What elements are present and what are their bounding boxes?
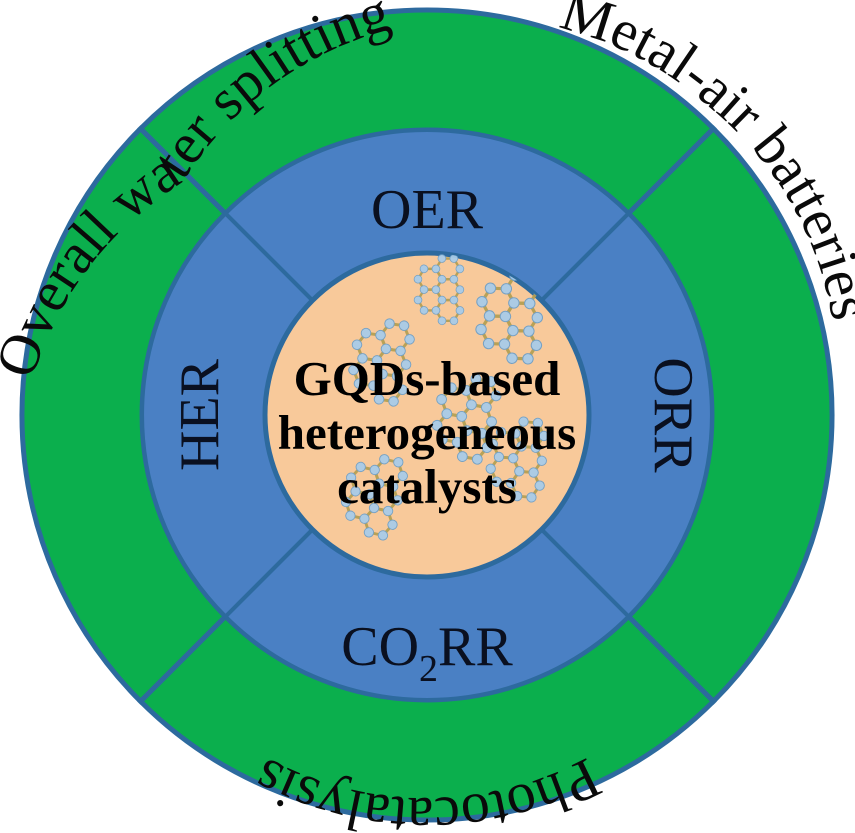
label-co2rr: CO2RR — [341, 616, 513, 690]
core-title-line-2: heterogeneous — [278, 405, 577, 460]
label-co2rr-tail: RR — [438, 616, 513, 678]
middle-ring-labels: OER ORR CO2RR HER — [169, 179, 704, 690]
label-co2rr-sub: 2 — [419, 648, 438, 690]
core-title: GQDs-based heterogeneous catalysts — [278, 351, 577, 514]
label-oer: OER — [371, 179, 484, 241]
label-co2rr-main: CO — [341, 616, 419, 678]
label-orr: ORR — [642, 357, 704, 473]
core-circle[interactable] — [262, 250, 592, 580]
core-title-line-3: catalysts — [337, 459, 517, 514]
middle-ring-group — [140, 128, 714, 702]
core-title-line-1: GQDs-based — [294, 351, 561, 406]
label-her: HER — [169, 358, 231, 471]
